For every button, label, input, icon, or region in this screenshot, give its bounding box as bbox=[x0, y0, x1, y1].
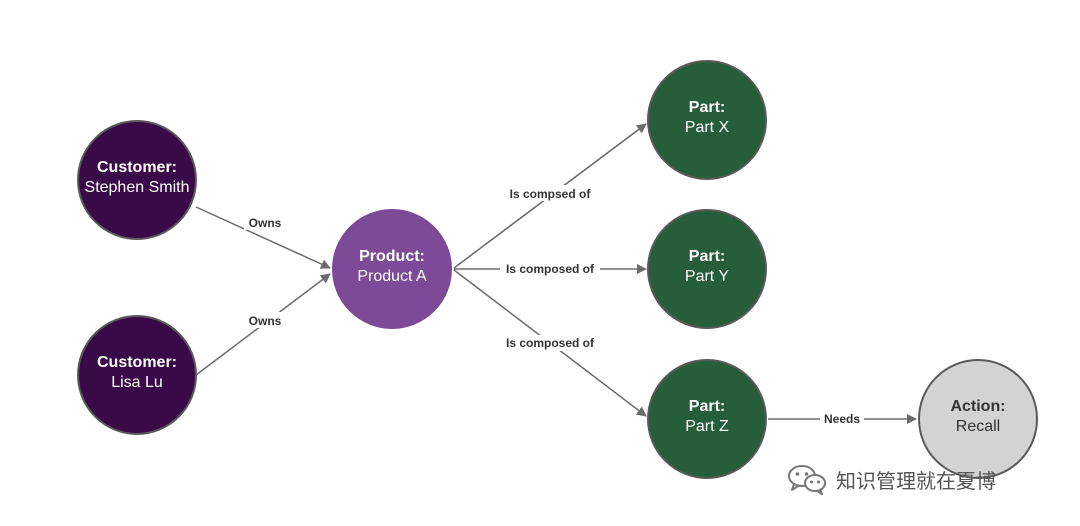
edge-label-owns-1: Owns bbox=[249, 216, 282, 230]
node-part-x[interactable]: Part: Part X bbox=[647, 60, 767, 180]
watermark-text: 知识管理就在夏博 bbox=[836, 468, 996, 493]
wechat-icon bbox=[788, 465, 826, 495]
node-title: Customer: bbox=[97, 159, 177, 176]
node-name: Part Y bbox=[685, 268, 730, 285]
node-action-recall[interactable]: Action: Recall bbox=[918, 359, 1038, 479]
node-part-z[interactable]: Part: Part Z bbox=[647, 359, 767, 479]
node-title: Customer: bbox=[97, 354, 177, 371]
node-name: Lisa Lu bbox=[111, 374, 163, 391]
node-name: Product A bbox=[357, 268, 427, 285]
edge-label-composed-z: Is composed of bbox=[506, 336, 595, 350]
node-name: Recall bbox=[956, 418, 1000, 435]
edge-label-needs: Needs bbox=[824, 412, 860, 426]
node-name: Part X bbox=[685, 119, 730, 136]
edge-owns-stephen bbox=[195, 206, 331, 269]
edge-label-composed-x: Is compsed of bbox=[510, 187, 592, 201]
edge-labels: Owns Owns Is compsed of Is composed of I… bbox=[244, 185, 864, 427]
node-part-y[interactable]: Part: Part Y bbox=[647, 209, 767, 329]
node-product-a[interactable]: Product: Product A bbox=[332, 209, 452, 329]
node-name: Part Z bbox=[685, 418, 729, 435]
edge-label-owns-2: Owns bbox=[249, 314, 282, 328]
watermark: 知识管理就在夏博 bbox=[786, 463, 996, 495]
node-name: Stephen Smith bbox=[85, 179, 190, 196]
node-customer-lisa[interactable]: Customer: Lisa Lu bbox=[77, 315, 197, 435]
node-title: Part: bbox=[689, 398, 725, 415]
node-title: Part: bbox=[689, 99, 725, 116]
node-title: Action: bbox=[950, 398, 1005, 415]
node-title: Product: bbox=[359, 248, 425, 265]
node-customer-stephen[interactable]: Customer: Stephen Smith bbox=[77, 120, 197, 240]
node-title: Part: bbox=[689, 248, 725, 265]
edge-label-composed-y: Is composed of bbox=[506, 262, 595, 276]
